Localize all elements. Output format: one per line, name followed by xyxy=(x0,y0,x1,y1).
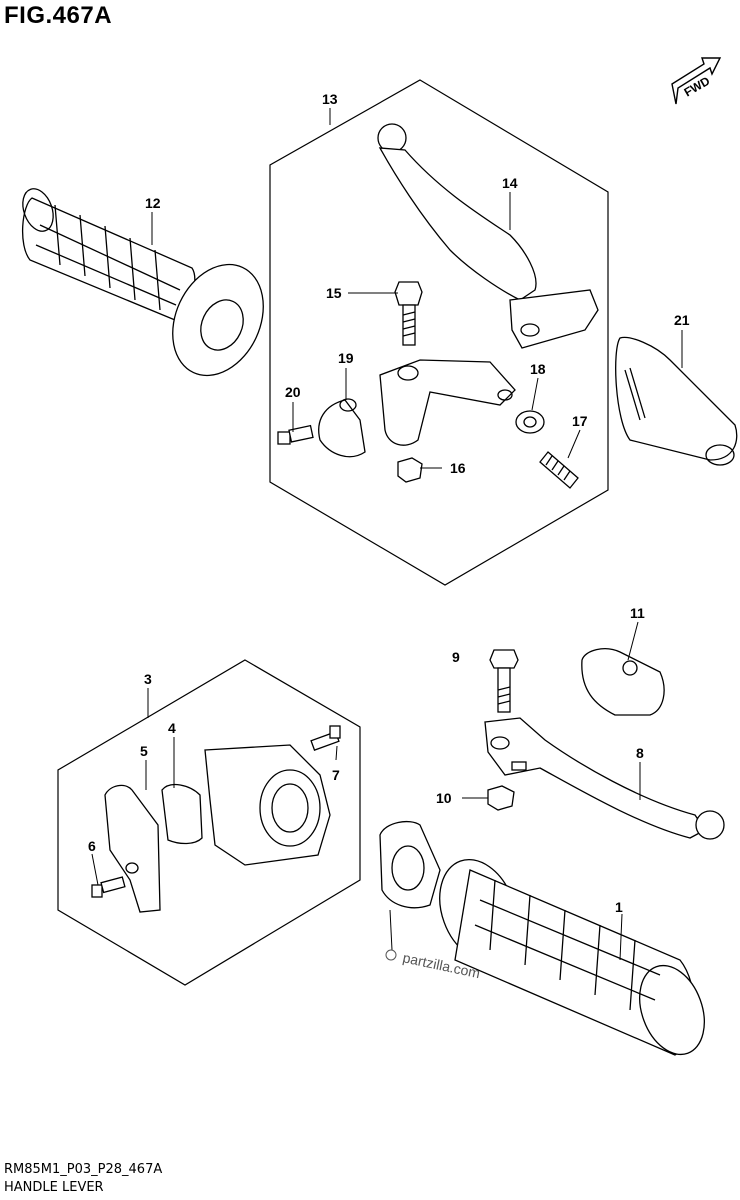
callout-8: 8 xyxy=(636,745,644,761)
lever-bolt-icon xyxy=(489,649,519,713)
figure-title: FIG.467A xyxy=(4,2,113,29)
forward-arrow-icon: FWD xyxy=(671,57,722,105)
callout-15: 15 xyxy=(326,285,342,301)
callout-5: 5 xyxy=(140,743,148,759)
lever-nut-icon xyxy=(487,785,515,811)
pivot-bolt-icon xyxy=(394,281,423,346)
callout-1: 1 xyxy=(615,899,623,915)
lever-cover-icon xyxy=(615,336,738,466)
callout-13: 13 xyxy=(322,91,338,107)
clamp-bolt-icon xyxy=(277,424,314,445)
drawing-code: RM85M1_P03_P28_467A xyxy=(4,1162,163,1177)
callout-12: 12 xyxy=(145,195,161,211)
callout-3: 3 xyxy=(144,671,152,687)
brake-lever-icon xyxy=(377,123,599,349)
callout-17: 17 xyxy=(572,413,588,429)
clamp-icon xyxy=(318,398,366,458)
spacer-nut-icon xyxy=(397,457,423,483)
left-grip-icon xyxy=(21,188,264,377)
throttle-housing-icon xyxy=(204,744,331,866)
lever-bracket-icon xyxy=(379,359,516,446)
locknut-icon xyxy=(515,410,545,434)
group-frame-3 xyxy=(57,659,361,986)
callout-11: 11 xyxy=(630,605,645,621)
adjuster-icon xyxy=(539,451,579,489)
throttle-cover-plate-icon xyxy=(104,784,161,913)
callout-21: 21 xyxy=(674,312,690,328)
bolt-icon xyxy=(310,725,341,751)
callout-6: 6 xyxy=(88,838,96,854)
lever-boot-icon xyxy=(581,648,665,716)
callout-19: 19 xyxy=(338,350,354,366)
callout-4: 4 xyxy=(168,720,176,736)
right-grip-icon xyxy=(439,858,705,1056)
figure-caption: HANDLE LEVER xyxy=(4,1180,104,1195)
callout-14: 14 xyxy=(502,175,518,191)
callout-18: 18 xyxy=(530,361,546,377)
leader-lines xyxy=(91,108,683,961)
throttle-drum-icon xyxy=(161,783,203,845)
clutch-lever-icon xyxy=(484,717,725,840)
throttle-tube-flange-icon xyxy=(379,821,441,909)
callout-10: 10 xyxy=(436,790,452,806)
callout-9: 9 xyxy=(452,649,460,665)
group-frame-13 xyxy=(269,79,609,586)
callout-20: 20 xyxy=(285,384,301,400)
screw-icon xyxy=(91,876,126,898)
callout-16: 16 xyxy=(450,460,466,476)
callout-7: 7 xyxy=(332,767,340,783)
